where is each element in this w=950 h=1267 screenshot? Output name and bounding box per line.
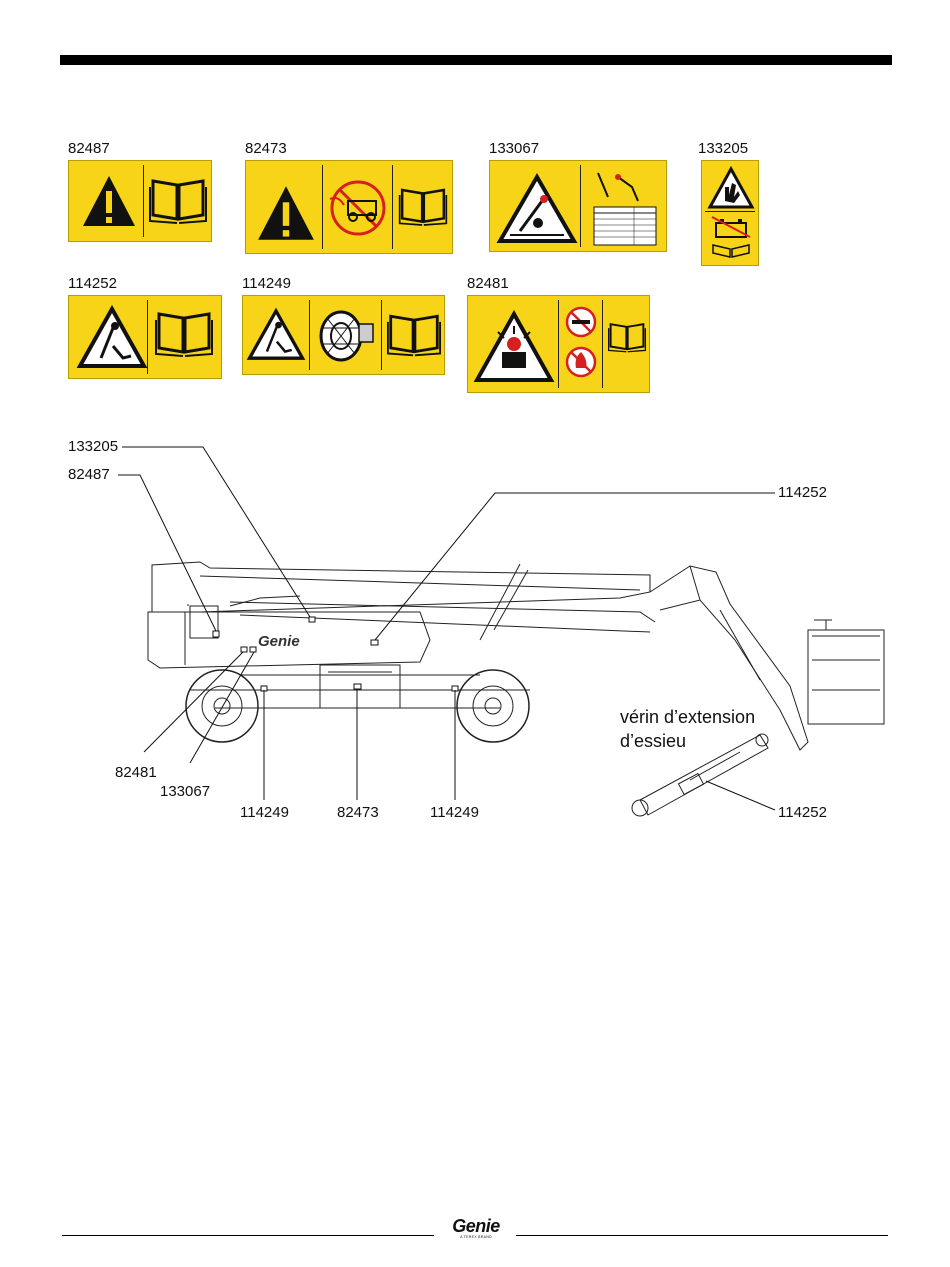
cylinder-caption-line1: vérin d’extension [620,705,755,729]
footer-rule-left [62,1235,434,1236]
callout-leader-lines [118,447,775,810]
callout-133205: 133205 [68,439,118,455]
decal-location-markers [213,617,458,691]
cylinder-caption-line2: d’essieu [620,729,686,753]
callout-133067: 133067 [160,784,210,800]
machine-genie-logo: Genie [258,633,300,650]
callout-114249-left: 114249 [240,805,289,821]
footer-genie-logo: Genie A TEREX BRAND [444,1216,508,1239]
callout-82481: 82481 [115,765,157,781]
callout-114252-cylinder: 114252 [778,805,827,821]
footer-brand: Genie [444,1216,508,1237]
callout-114249-right: 114249 [430,805,479,821]
callout-82487: 82487 [68,467,110,483]
machine-drawing [148,562,884,816]
footer-rule-right [516,1235,888,1236]
callout-114252-boom: 114252 [778,485,827,501]
callout-82473: 82473 [337,805,379,821]
